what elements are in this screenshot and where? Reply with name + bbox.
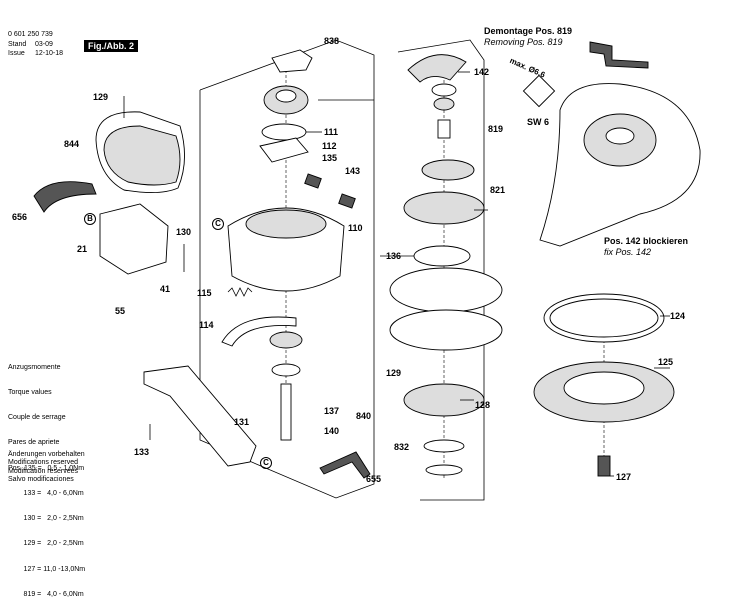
bearing-shape (269, 331, 303, 349)
callout-840: 840 (356, 411, 372, 421)
figure-label: Fig./Abb. 2 (84, 40, 138, 52)
modification-line: Salvo modificaciones (8, 476, 74, 484)
part-115-shape (227, 287, 253, 297)
ring-lower-shape (389, 309, 503, 351)
part-143a-shape (304, 173, 322, 189)
callout-127: 127 (616, 472, 632, 482)
part-832-shape (423, 439, 465, 453)
gear-upper-shape (421, 159, 475, 181)
demontage-title-en: Removing Pos. 819 (484, 37, 563, 47)
torque-line: 819 = 4,0 - 6,0Nm (8, 590, 84, 598)
part-127-screw-shape (597, 455, 611, 477)
modification-line: Modifications reserved (8, 459, 79, 467)
part-143b-shape (338, 193, 356, 209)
part-655-wrench-shape (319, 451, 371, 479)
part-114-shape (221, 316, 297, 347)
torque-line: Torque values (8, 389, 52, 397)
callout-656: 656 (12, 212, 28, 222)
torque-line: Couple de serrage (8, 414, 66, 422)
callout-838: 838 (324, 36, 340, 46)
callout-133: 133 (134, 447, 150, 457)
hex-key-shape (589, 41, 649, 69)
callout-C-upper: C (212, 218, 224, 230)
torque-line: 127 = 11,0 -13,0Nm (8, 565, 86, 573)
callout-111: 111 (324, 127, 339, 137)
callout-135: 135 (322, 153, 338, 163)
torque-line: 133 = 4,0 - 6,0Nm (8, 489, 84, 497)
hex-nut-shape (522, 74, 556, 108)
modification-line: Modification réservées (8, 467, 79, 475)
part-21-gearhead-shape (99, 203, 169, 275)
callout-115: 115 (197, 288, 212, 298)
stand-value: 03-09 (35, 41, 53, 48)
callout-130: 130 (176, 227, 192, 237)
callout-125: 125 (658, 357, 674, 367)
part-111-shape (261, 123, 307, 141)
callout-819: 819 (488, 124, 504, 134)
torque-line: Pares de apriete (8, 439, 60, 447)
ring-large-shape (389, 267, 503, 313)
blockieren-title-en: fix Pos. 142 (604, 247, 652, 257)
callout-110: 110 (348, 223, 363, 233)
callout-655: 655 (366, 474, 382, 484)
blockieren-title: Pos. 142 blockieren fix Pos. 142 (604, 236, 688, 258)
part-128-shape (403, 383, 485, 417)
part-136-shape (413, 245, 471, 267)
callout-143: 143 (345, 166, 361, 176)
callout-129-lower: 129 (386, 368, 402, 378)
torque-line: 129 = 2,0 - 2,5Nm (8, 540, 84, 548)
demontage-title-de: Demontage Pos. 819 (484, 26, 573, 36)
callout-112: 112 (322, 141, 337, 151)
right-assembly-frame (397, 39, 485, 501)
callout-114: 114 (199, 320, 214, 330)
part-131-handle-shape (143, 365, 257, 467)
callout-sw6: SW 6 (527, 117, 550, 127)
center-assembly-frame (199, 39, 375, 499)
spindle-shape (280, 383, 292, 441)
part-838-shape (271, 49, 313, 73)
callout-21: 21 (77, 244, 88, 254)
part-112-shape (259, 137, 309, 163)
callout-124: 124 (670, 311, 686, 321)
callout-131: 131 (234, 417, 250, 427)
torque-line: Anzugsmomente (8, 363, 61, 371)
callout-136: 136 (386, 251, 402, 261)
gear-lower-shape (403, 191, 485, 225)
callout-55: 55 (115, 306, 126, 316)
callout-140: 140 (324, 426, 340, 436)
callout-C-lower: C (260, 457, 272, 469)
callout-821: 821 (490, 185, 506, 195)
torque-line: 130 = 2,0 - 2,5Nm (8, 515, 84, 523)
demontage-title: Demontage Pos. 819 Removing Pos. 819 (484, 26, 572, 48)
blockieren-title-de: Pos. 142 blockieren (604, 236, 689, 246)
pin-shape (437, 119, 451, 139)
callout-844: 844 (64, 139, 80, 149)
callout-128: 128 (475, 400, 491, 410)
modification-notes: Änderungen vorbehalten Modifications res… (8, 451, 85, 485)
callout-142: 142 (474, 67, 490, 77)
modification-line: Änderungen vorbehalten (8, 451, 85, 458)
exploded-view-drawing (33, 39, 701, 501)
callout-41: 41 (160, 284, 171, 294)
callout-137: 137 (324, 406, 340, 416)
part-819-cap-shape (407, 54, 467, 83)
part-656-handle-shape (33, 181, 97, 213)
callout-129: 129 (93, 92, 109, 102)
callout-B: B (84, 213, 96, 225)
doc-number: 0 601 250 739 (8, 31, 53, 38)
issue-value: 12-10-18 (35, 50, 64, 57)
issue-label: Issue (8, 50, 25, 57)
torque-line: Pos. 135 = 0,5 - 1,0Nm (8, 464, 85, 472)
callout-832: 832 (394, 442, 410, 452)
stand-label: Stand (8, 41, 27, 48)
